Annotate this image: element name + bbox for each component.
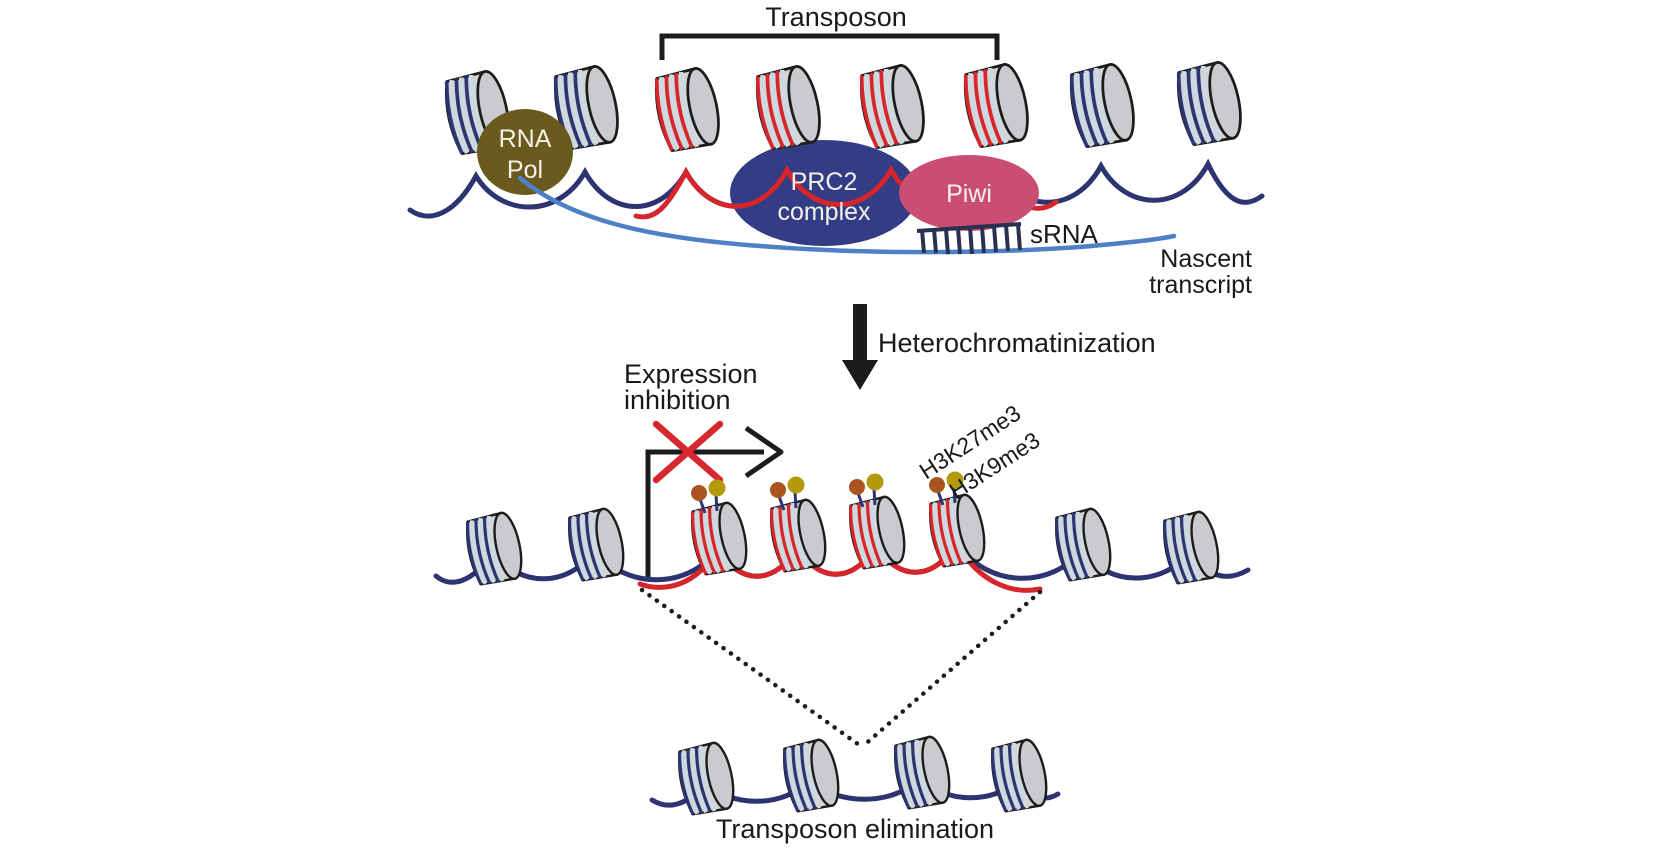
transposon-label: Transposon: [765, 2, 907, 32]
nucleosome-transposon-methylated: [767, 498, 831, 574]
srna-label: sRNA: [1030, 219, 1099, 249]
rna-pol: [477, 109, 573, 195]
promoter-arrowhead-icon: [744, 425, 784, 479]
promoter-arrow: [645, 449, 764, 578]
nucleosome: [780, 738, 844, 814]
expression-inhibition-label-line1: Expression: [624, 359, 758, 389]
nucleosome-transposon-methylated: [926, 493, 990, 569]
nucleosome: [1173, 60, 1246, 148]
expression-inhibition-label-line2: inhibition: [624, 385, 731, 415]
bottom-panel-transposon-eliminated: Transposon elimination: [649, 735, 1061, 844]
prc2-label-line2: complex: [777, 198, 871, 226]
nucleosome: [1160, 510, 1224, 586]
srna-duplex-icon: [916, 222, 1022, 255]
nucleosome: [891, 735, 955, 811]
elimination-dotted-lines: [639, 587, 1043, 750]
nucleosome-transposon: [960, 62, 1033, 150]
inhibition-cross-icon: [652, 420, 724, 484]
transposon-elimination-label: Transposon elimination: [716, 814, 994, 844]
transposon-bracket: [659, 33, 1000, 60]
down-arrowhead-icon: [842, 360, 878, 390]
top-panel-piwi-prc2-targeting: Transposon RNA Pol PRC2 complex Piwi: [407, 2, 1265, 299]
nucleosome-transposon: [752, 64, 825, 152]
piwi-label: Piwi: [946, 180, 992, 208]
heterochromatinization-step: Heterochromatinization: [842, 304, 1156, 390]
nucleosome: [988, 738, 1052, 814]
nascent-transcript-line: [517, 175, 1177, 255]
nucleosome: [1052, 507, 1116, 583]
nucleosome-transposon-methylated: [846, 495, 910, 571]
nascent-transcript-label-line1: Nascent: [1160, 245, 1252, 273]
prc2-label-line1: PRC2: [791, 168, 858, 196]
middle-panel-silenced-chromatin: Expression inhibition H3K27me3 H3K9me3: [433, 359, 1251, 750]
nucleosome-transposon: [651, 66, 724, 154]
nucleosome-transposon: [856, 63, 929, 151]
nucleosome: [1066, 62, 1139, 150]
piwi: [899, 155, 1039, 231]
nucleosome: [675, 741, 739, 817]
heterochromatinization-label: Heterochromatinization: [878, 328, 1156, 358]
nascent-transcript-label-line2: transcript: [1149, 271, 1252, 299]
rna-pol-label-line1: RNA: [499, 125, 552, 153]
prc2-complex: [730, 140, 918, 246]
